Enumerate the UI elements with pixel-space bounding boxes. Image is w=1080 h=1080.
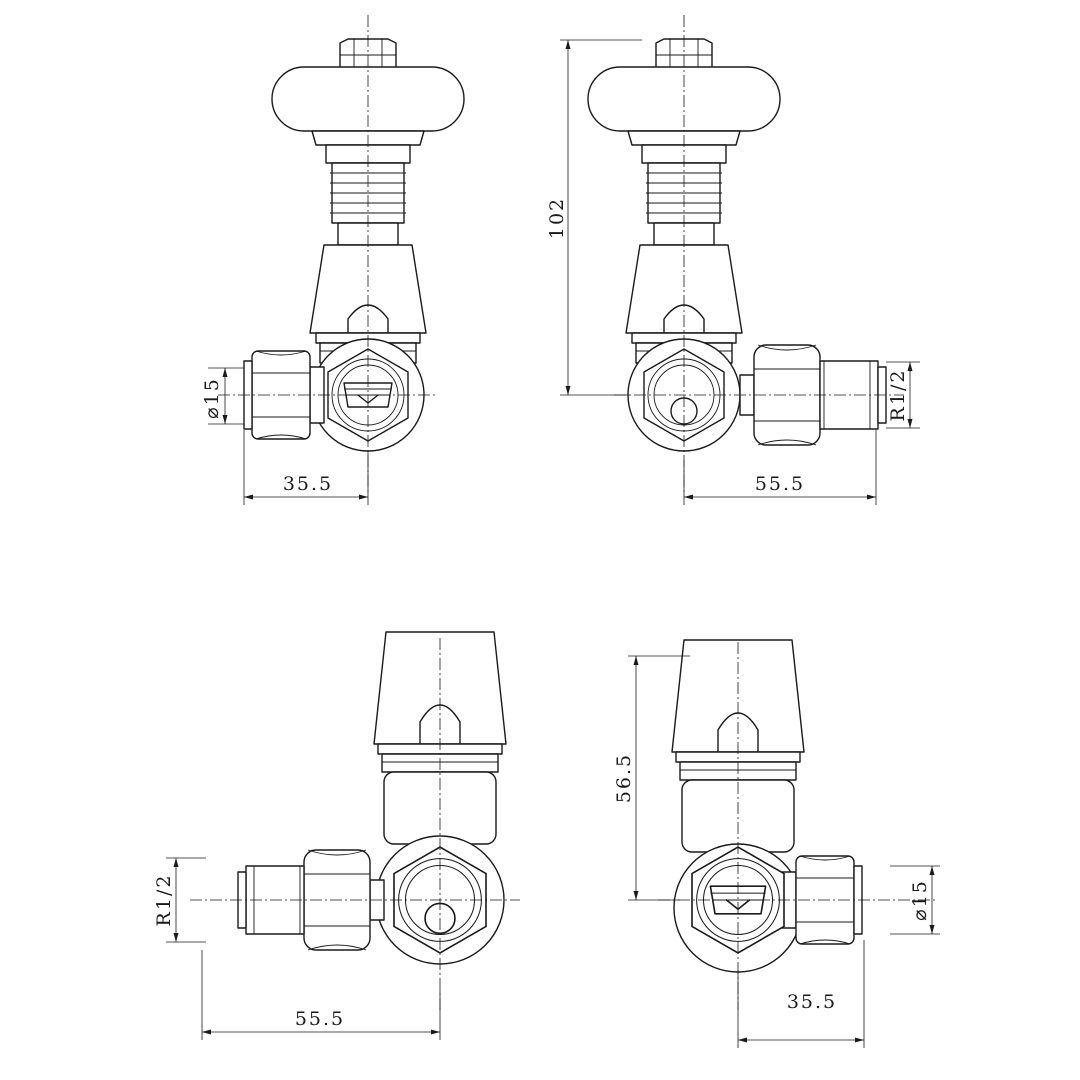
- view-bottom-left: [190, 631, 520, 1010]
- dim-bottom-right-pipe-dia: ⌀15: [909, 879, 931, 921]
- view-top-right: [587, 15, 904, 495]
- dims-bottom-right: 56.5 35.5 ⌀15: [613, 655, 940, 1048]
- dim-top-left-width: 35.5: [283, 473, 333, 495]
- dim-top-right-width: 55.5: [755, 473, 805, 495]
- view-bottom-right: [658, 639, 938, 1010]
- dim-bottom-right-height: 56.5: [613, 753, 635, 803]
- view-top-left: [218, 15, 465, 495]
- dim-top-right-thread: R1/2: [887, 369, 909, 422]
- dim-bottom-left-width: 55.5: [295, 1008, 345, 1030]
- dims-bottom-left: 55.5 R1/2: [153, 857, 441, 1040]
- dims-top-left: 35.5 ⌀15: [201, 367, 369, 505]
- dim-bottom-left-thread: R1/2: [153, 874, 175, 927]
- dims-top-right: 102 55.5 R1/2: [546, 39, 920, 505]
- dim-top-right-height: 102: [546, 197, 568, 239]
- dim-bottom-right-width: 35.5: [787, 991, 837, 1013]
- dim-top-left-pipe-dia: ⌀15: [201, 377, 223, 419]
